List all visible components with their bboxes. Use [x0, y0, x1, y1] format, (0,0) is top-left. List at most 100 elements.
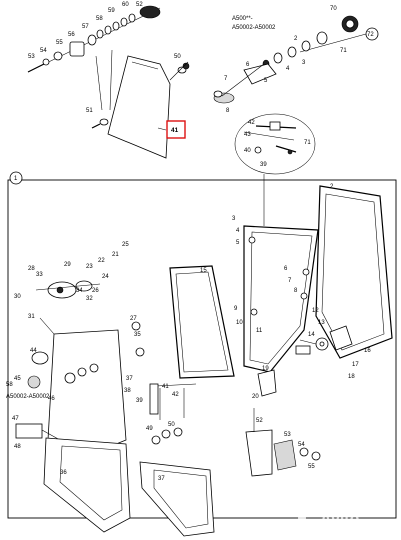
svg-text:32: 32 — [86, 296, 93, 302]
svg-text:2: 2 — [294, 36, 298, 42]
svg-text:31: 31 — [28, 314, 35, 320]
svg-text:47: 47 — [12, 416, 19, 422]
top-hardware-stack — [27, 5, 190, 129]
svg-text:58: 58 — [96, 16, 103, 22]
svg-text:35: 35 — [134, 332, 141, 338]
door-glass-center — [169, 265, 235, 379]
svg-text:28: 28 — [28, 266, 35, 272]
svg-text:58: 58 — [6, 382, 13, 388]
svg-text:17: 17 — [352, 362, 359, 368]
svg-text:55: 55 — [308, 464, 315, 470]
svg-text:4: 4 — [236, 228, 240, 234]
svg-text:42: 42 — [172, 392, 179, 398]
svg-text:5: 5 — [236, 240, 240, 246]
svg-text:59: 59 — [108, 8, 115, 14]
svg-text:71: 71 — [340, 48, 347, 54]
svg-text:1: 1 — [14, 176, 18, 182]
svg-text:40: 40 — [244, 148, 251, 154]
svg-text:34: 34 — [76, 288, 83, 294]
svg-text:30: 30 — [14, 294, 21, 300]
svg-text:10: 10 — [236, 320, 243, 326]
svg-text:43: 43 — [244, 132, 251, 138]
svg-text:33: 33 — [36, 272, 43, 278]
svg-text:52: 52 — [256, 418, 263, 424]
svg-text:29: 29 — [64, 262, 71, 268]
top-callouts: 53 54 55 56 57 58 59 60 52 51 50 — [28, 2, 181, 114]
top-glass-assembly: 53 54 55 56 57 58 59 60 52 51 50 41 — [27, 2, 190, 159]
svg-text:18: 18 — [348, 374, 355, 380]
svg-text:60: 60 — [122, 2, 129, 8]
svg-text:38: 38 — [124, 388, 131, 394]
left-door-panel — [15, 280, 145, 463]
svg-text:23: 23 — [86, 264, 93, 270]
inset-callouts: 70 71 2 3 4 5 6 7 8 — [224, 6, 347, 114]
svg-text:44: 44 — [30, 348, 37, 354]
svg-text:7: 7 — [224, 76, 228, 82]
svg-text:39: 39 — [260, 162, 267, 168]
svg-text:55: 55 — [56, 40, 63, 46]
svg-text:36: 36 — [60, 470, 67, 476]
svg-text:11: 11 — [256, 328, 263, 334]
svg-text:19: 19 — [262, 366, 269, 372]
svg-text:4: 4 — [286, 66, 290, 72]
svg-text:50: 50 — [168, 422, 175, 428]
svg-text:37: 37 — [126, 376, 133, 382]
svg-text:9: 9 — [234, 306, 238, 312]
avito-watermark-text: Avito — [320, 511, 360, 528]
svg-text:24: 24 — [102, 274, 109, 280]
inset-handle-parts — [213, 15, 359, 104]
section-marker-1 — [9, 171, 23, 185]
svg-text:26: 26 — [92, 288, 99, 294]
svg-text:A50002-A50002: A50002-A50002 — [232, 25, 276, 31]
svg-text:8: 8 — [294, 288, 298, 294]
svg-text:53: 53 — [28, 54, 35, 60]
svg-text:71: 71 — [304, 140, 311, 146]
svg-text:2: 2 — [330, 184, 334, 190]
svg-text:12: 12 — [312, 308, 319, 314]
svg-text:49: 49 — [146, 426, 153, 432]
svg-text:54: 54 — [298, 442, 305, 448]
svg-text:6: 6 — [246, 62, 250, 68]
svg-text:14: 14 — [308, 332, 315, 338]
svg-text:13: 13 — [318, 320, 325, 326]
svg-text:16: 16 — [364, 348, 371, 354]
svg-text:20: 20 — [252, 394, 259, 400]
svg-text:50: 50 — [174, 54, 181, 60]
section-callouts: 15 2 3 4 5 6 7 8 9 10 11 12 13 14 16 17 … — [6, 184, 371, 482]
svg-text:70: 70 — [330, 6, 337, 12]
svg-text:A50002-A50002: A50002-A50002 — [6, 394, 50, 400]
door-frame — [243, 185, 393, 397]
svg-text:72: 72 — [367, 32, 374, 38]
svg-text:46: 46 — [48, 396, 55, 402]
svg-text:56: 56 — [68, 32, 75, 38]
svg-text:5: 5 — [264, 78, 268, 84]
hinge-bracket — [149, 383, 321, 477]
inset-hinge-detail: A500**- A50002-A50002 72 70 71 2 3 4 5 6… — [213, 6, 379, 114]
svg-text:15: 15 — [200, 268, 207, 274]
svg-text:8: 8 — [226, 108, 230, 114]
svg-text:41: 41 — [171, 127, 179, 134]
avito-watermark: Avito — [298, 509, 360, 528]
svg-text:A500**-: A500**- — [232, 16, 253, 22]
svg-text:51: 51 — [86, 108, 93, 114]
svg-text:41: 41 — [162, 384, 169, 390]
highlighted-part-41: 41 — [157, 120, 186, 139]
svg-text:3: 3 — [232, 216, 236, 222]
svg-text:37: 37 — [158, 476, 165, 482]
svg-text:27: 27 — [130, 316, 137, 322]
svg-text:53: 53 — [284, 432, 291, 438]
svg-text:57: 57 — [82, 24, 89, 30]
svg-text:3: 3 — [302, 60, 306, 66]
svg-text:54: 54 — [40, 48, 47, 54]
svg-text:48: 48 — [14, 444, 21, 450]
svg-text:6: 6 — [284, 266, 288, 272]
svg-text:22: 22 — [98, 258, 105, 264]
lower-panels — [43, 427, 215, 537]
svg-text:42: 42 — [248, 120, 255, 126]
top-glass-pane — [107, 55, 171, 159]
svg-text:39: 39 — [136, 398, 143, 404]
svg-text:21: 21 — [112, 252, 119, 258]
svg-text:45: 45 — [14, 376, 21, 382]
svg-text:25: 25 — [122, 242, 129, 248]
